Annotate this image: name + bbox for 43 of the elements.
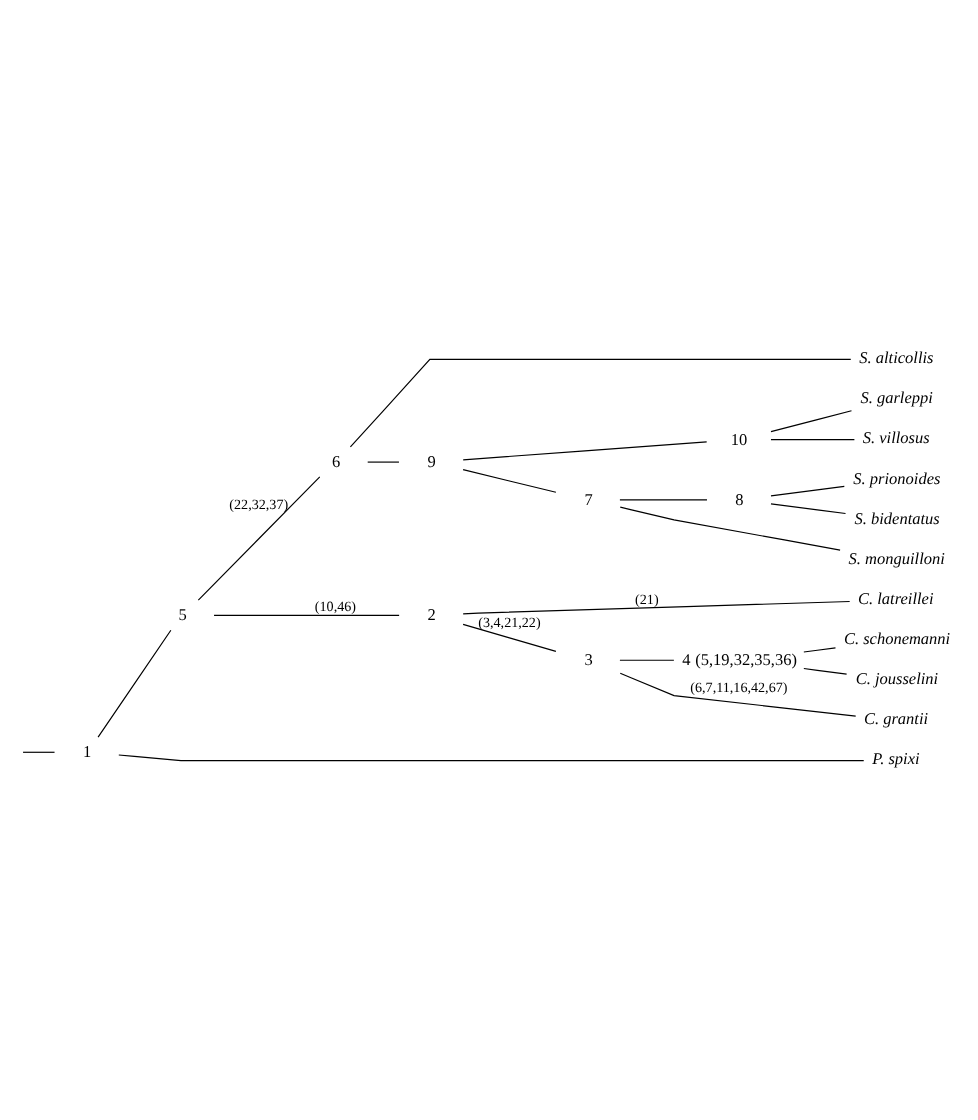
node-text: C. schonemanni: [843, 629, 951, 648]
connector: [462, 623, 557, 652]
node-text: C. latreillei: [858, 589, 934, 608]
connector: [619, 499, 708, 501]
connector: [462, 600, 851, 615]
node-text: 2: [427, 606, 436, 625]
node-text: S. monguilloni: [848, 549, 945, 568]
node-text: 3: [584, 651, 593, 670]
connector: [367, 461, 400, 463]
connector: [619, 659, 675, 661]
connector: [619, 506, 841, 551]
node-text: 10: [730, 430, 748, 449]
connector: [770, 503, 847, 515]
connector: [197, 476, 321, 601]
connector: [97, 629, 172, 738]
node-text: 5: [178, 606, 187, 625]
connector: [770, 439, 855, 441]
node-text: S. alticollis: [859, 349, 934, 368]
node-label: (5,19,32,35,36): [695, 651, 798, 670]
connector: [770, 485, 845, 497]
node-text: P. spixi: [872, 750, 920, 769]
node-text: 1: [83, 743, 92, 762]
connector: [803, 647, 837, 653]
connector: [349, 358, 852, 448]
node-text: 7: [584, 490, 593, 509]
connector: [213, 614, 400, 617]
node-text: 6: [331, 453, 341, 472]
node-text: 4: [682, 651, 691, 670]
connector: [22, 751, 56, 753]
node-text: 9: [427, 453, 436, 472]
node-text: S. villosus: [862, 429, 930, 448]
connector: [462, 469, 557, 493]
connector: [118, 754, 865, 762]
node-text: S. garleppi: [860, 389, 933, 408]
connector: [619, 672, 857, 717]
node-text: 8: [735, 490, 744, 509]
connector: [462, 441, 708, 461]
node-text: C. jousselini: [855, 670, 939, 689]
node-text: S. prionoides: [853, 469, 941, 488]
connector: [770, 410, 853, 433]
connector: [803, 667, 848, 675]
node-text: S. bidentatus: [854, 509, 940, 528]
node-text: C. grantii: [863, 710, 929, 729]
